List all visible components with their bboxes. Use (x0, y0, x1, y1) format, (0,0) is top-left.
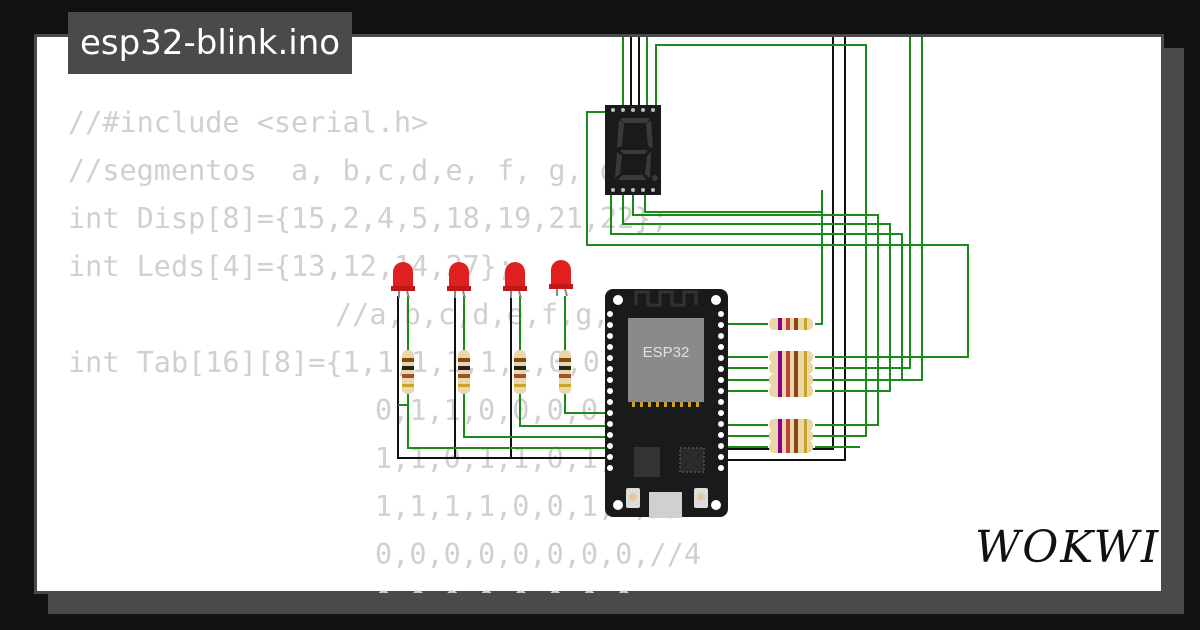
project-card[interactable] (34, 34, 1164, 594)
resistor-vertical[interactable] (514, 350, 526, 394)
esp32-label: ESP32 (643, 344, 690, 361)
resistor-vertical[interactable] (458, 350, 470, 394)
resistor-horizontal[interactable] (769, 318, 813, 330)
black-wires (398, 37, 845, 460)
resistor-horizontal[interactable] (769, 419, 813, 431)
resistor-vertical[interactable] (402, 350, 414, 394)
resistor-horizontal[interactable] (769, 362, 813, 374)
resistor-vertical[interactable] (559, 350, 571, 394)
segment-resistors[interactable] (769, 318, 813, 453)
esp32-board[interactable]: ESP32 (605, 289, 728, 518)
resistor-horizontal[interactable] (769, 385, 813, 397)
led-group[interactable] (391, 260, 573, 298)
led-resistors[interactable] (402, 350, 571, 394)
wokwi-logo: WOKWI (975, 522, 1161, 573)
led-1[interactable] (391, 262, 415, 298)
seven-segment-display[interactable] (605, 105, 661, 195)
resistor-horizontal[interactable] (769, 374, 813, 386)
led-4[interactable] (549, 260, 573, 296)
green-wires (398, 37, 968, 448)
code-line: 0,0,0,0,0,0,0,0, (375, 586, 650, 593)
code-line: 0,0,0,0,0,0,0,0,//4 (375, 538, 702, 571)
code-line: //a,b,c,d,e,f,g,dp (335, 298, 644, 331)
resistor-horizontal[interactable] (769, 441, 813, 453)
resistor-horizontal[interactable] (769, 430, 813, 442)
led-2[interactable] (447, 262, 471, 298)
project-title: esp32-blink.ino (68, 12, 353, 74)
resistor-horizontal[interactable] (769, 351, 813, 363)
led-3[interactable] (503, 262, 527, 298)
code-line: //#include <serial.h> (68, 106, 429, 139)
code-line: int Disp[8]={15,2,4,5,18,19,21,22}; (68, 202, 669, 235)
